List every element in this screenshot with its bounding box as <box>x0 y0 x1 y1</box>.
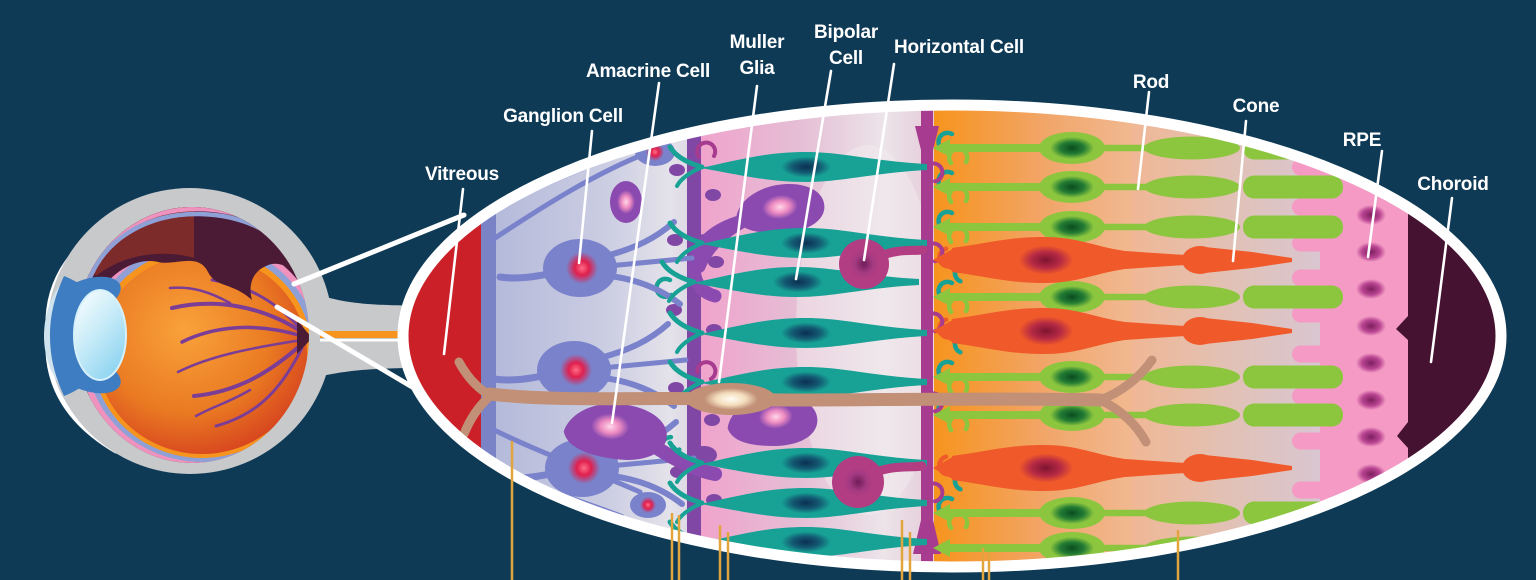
labels: Vitreous Ganglion Cell Amacrine Cell Mul… <box>425 22 1489 195</box>
leader-rpe <box>1366 149 1384 259</box>
optic-nerve-stripe <box>320 331 462 338</box>
label-horizontal-cell: Horizontal Cell <box>894 37 1024 58</box>
leader-muller <box>717 84 759 384</box>
label-vitreous: Vitreous <box>425 164 499 185</box>
muller-nucleus <box>704 388 758 410</box>
connector-upper <box>291 212 467 287</box>
label-rod: Rod <box>1133 72 1169 93</box>
label-cone: Cone <box>1233 96 1280 117</box>
leader-horizontal <box>862 62 896 262</box>
label-muller-glia-line2: Glia <box>739 58 775 79</box>
label-choroid: Choroid <box>1417 174 1488 195</box>
leader-rod <box>1136 90 1151 191</box>
optic-nerve-stripe-white <box>320 339 462 342</box>
lens <box>73 289 127 381</box>
amacrine-cell <box>563 403 723 482</box>
muller-trunk <box>482 387 1107 407</box>
nerve-fiber-strip <box>481 110 496 562</box>
leader-choroid <box>1429 196 1454 364</box>
retina-magnified <box>397 99 1507 573</box>
horizontal-cell <box>832 456 927 508</box>
label-leader-lines <box>442 62 1454 425</box>
leader-ganglion <box>577 129 594 265</box>
horizontal-cell <box>839 239 928 289</box>
leader-cone <box>1231 119 1248 263</box>
vitreous-body <box>97 254 307 454</box>
eye-interior <box>75 207 309 463</box>
horizontal-cells <box>832 239 928 508</box>
callout-ellipse-border <box>397 99 1507 573</box>
leader-vitreous <box>442 187 465 356</box>
label-bipolar-cell-line1: Bipolar <box>814 22 879 43</box>
optic-disc-notch <box>297 320 309 354</box>
anterior-segment <box>44 276 127 396</box>
label-rpe: RPE <box>1343 130 1381 151</box>
label-amacrine-cell: Amacrine Cell <box>586 61 710 82</box>
label-ganglion-cell: Ganglion Cell <box>503 106 623 127</box>
leader-amacrine <box>610 81 661 425</box>
label-bipolar-cell-line2: Cell <box>829 48 863 69</box>
muller-glia <box>454 355 1157 447</box>
bottom-leader-lines <box>510 441 1180 580</box>
leader-bipolar <box>794 69 833 281</box>
label-muller-glia-line1: Muller <box>730 32 786 53</box>
